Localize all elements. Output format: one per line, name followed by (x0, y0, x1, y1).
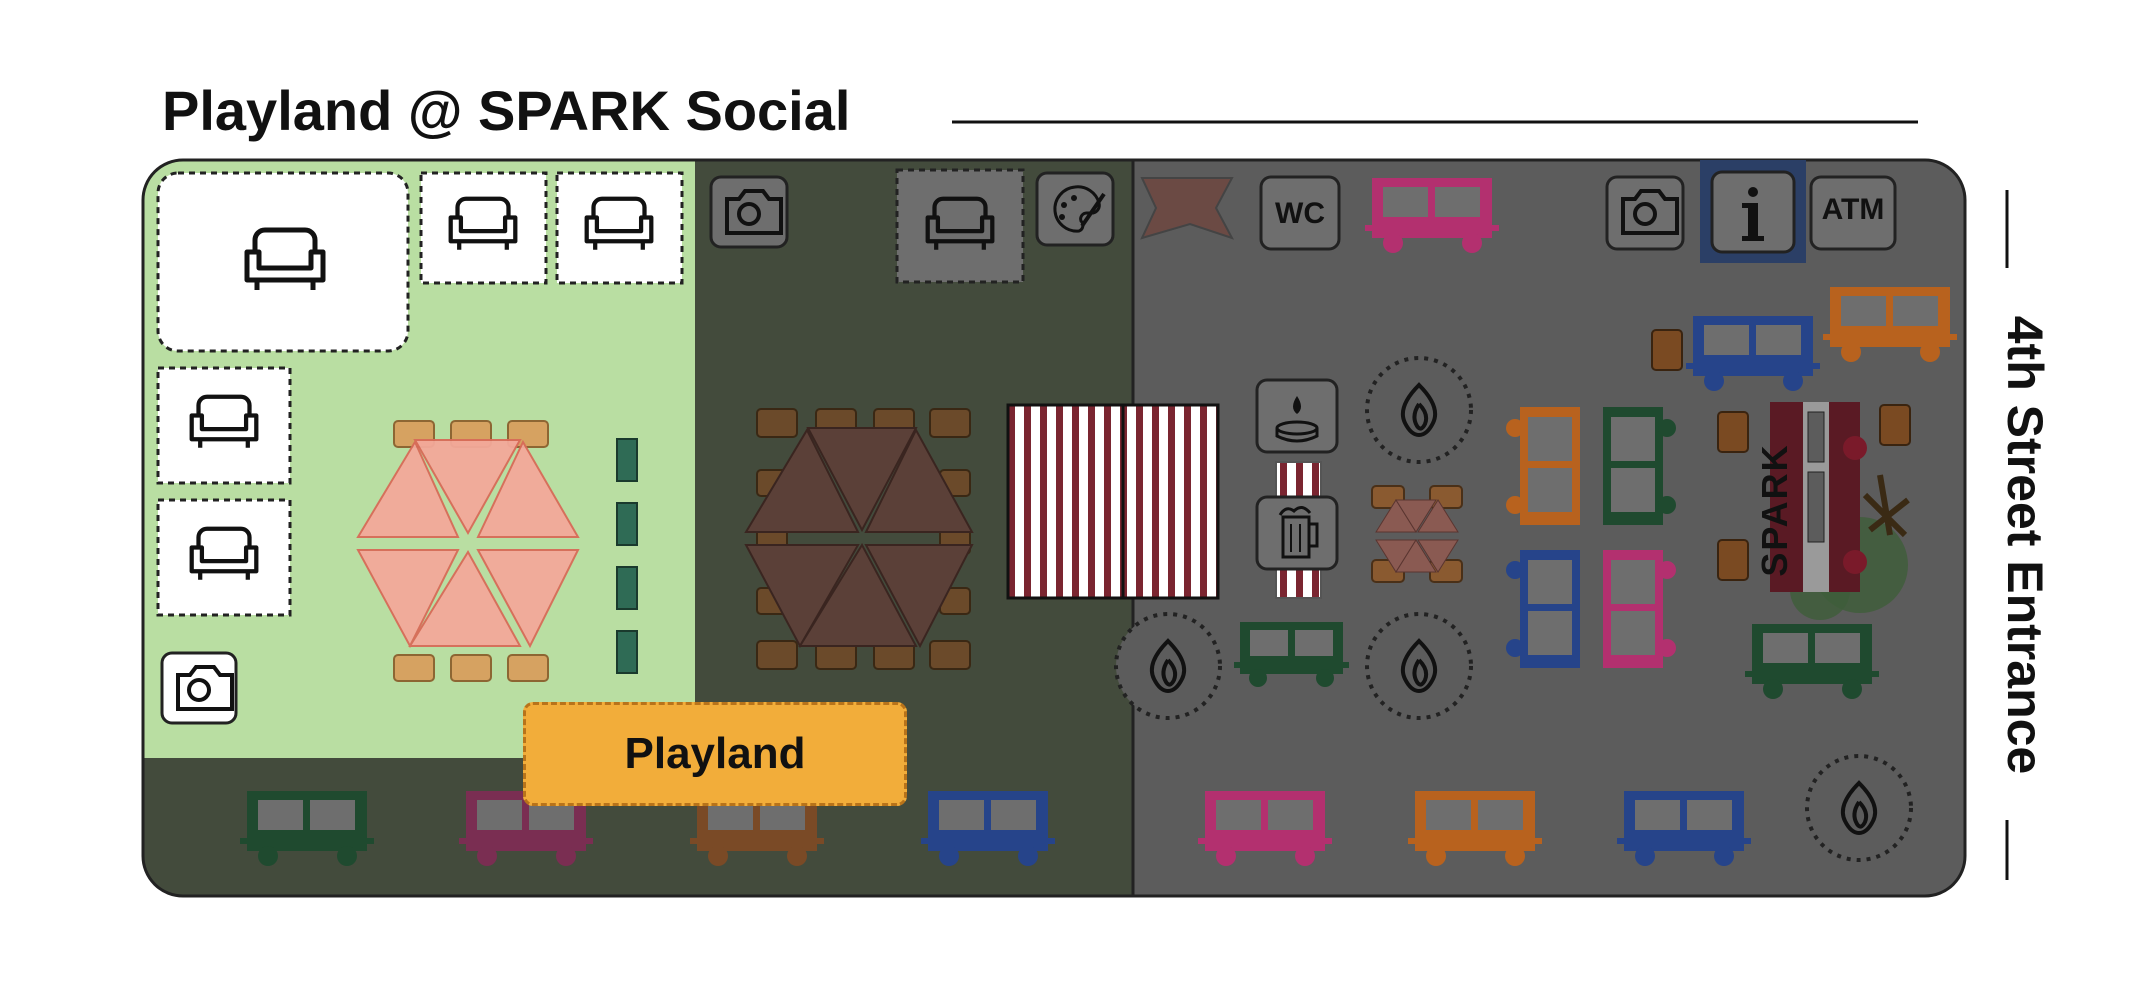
atm-icon[interactable] (1809, 175, 1897, 251)
palette-icon[interactable] (1035, 171, 1115, 247)
sofa-icon (189, 526, 259, 580)
entrance-label: 4th Street Entrance (1997, 315, 2053, 775)
fire-pit-icon (1365, 612, 1473, 720)
food-truck-icon (921, 791, 1055, 866)
food-truck-icon (459, 791, 593, 866)
fire-pit-icon (1114, 612, 1222, 720)
camera-icon[interactable] (709, 175, 789, 249)
umbrella-icon (744, 427, 860, 533)
food-truck-icon (1365, 178, 1499, 253)
umbrella-icon (476, 549, 580, 649)
umbrella-icon (798, 542, 918, 647)
umbrella-icon (864, 544, 974, 649)
fire-pit-icon (1805, 754, 1913, 862)
atm-label: ATM (1821, 193, 1885, 226)
info-icon[interactable] (1700, 160, 1806, 263)
food-truck-icon (1823, 287, 1957, 362)
umbrella-icon (408, 550, 522, 647)
playland-button[interactable]: Playland (523, 702, 907, 806)
camera-icon[interactable] (160, 651, 238, 725)
lounge-area (156, 168, 1025, 617)
sofa-icon (925, 196, 995, 250)
food-truck-icon (1603, 550, 1676, 668)
sofa-icon (189, 394, 259, 448)
sofa-icon (448, 196, 518, 250)
page-title: Playland @ SPARK Social (162, 79, 851, 142)
bench-row (616, 438, 638, 674)
wc-label: WC (1275, 197, 1325, 230)
food-truck-icon (1506, 407, 1580, 525)
sofa-icon (584, 196, 654, 250)
umbrella-icon (356, 549, 460, 649)
food-truck-icon (1198, 791, 1332, 866)
umbrella-icon (476, 439, 580, 538)
restroom-icon[interactable] (1259, 175, 1341, 251)
umbrella-table-cluster (356, 420, 580, 682)
food-truck-icon (1686, 316, 1820, 391)
food-truck-icon (1617, 791, 1751, 866)
umbrella-icon (744, 544, 860, 649)
barrel-seating (1651, 329, 1911, 581)
umbrella-icon (413, 439, 522, 536)
stage-icon (1006, 403, 1220, 600)
umbrella-table-cluster (1371, 485, 1463, 583)
umbrella-table-cluster (744, 408, 974, 670)
food-truck-icon (1234, 622, 1349, 687)
food-truck-icon (1603, 407, 1676, 525)
spark-truck-label: SPARK (1754, 443, 1795, 577)
food-truck-icon (1408, 791, 1542, 866)
water-bowl-icon[interactable] (1255, 378, 1339, 454)
fire-pit-icon (1365, 356, 1473, 464)
umbrella-icon (806, 427, 918, 533)
spark-bus (1770, 402, 1910, 620)
map-outline (141, 158, 1967, 898)
food-truck-icon (240, 791, 374, 866)
food-truck-icon (1506, 550, 1580, 668)
camera-icon[interactable] (1605, 175, 1685, 251)
flag-icon (1140, 177, 1235, 240)
sofa-icon (244, 227, 326, 290)
umbrella-icon (864, 427, 974, 533)
food-truck-icon (1745, 624, 1879, 699)
umbrella-icon (356, 439, 460, 538)
beer-icon[interactable] (1255, 495, 1339, 571)
